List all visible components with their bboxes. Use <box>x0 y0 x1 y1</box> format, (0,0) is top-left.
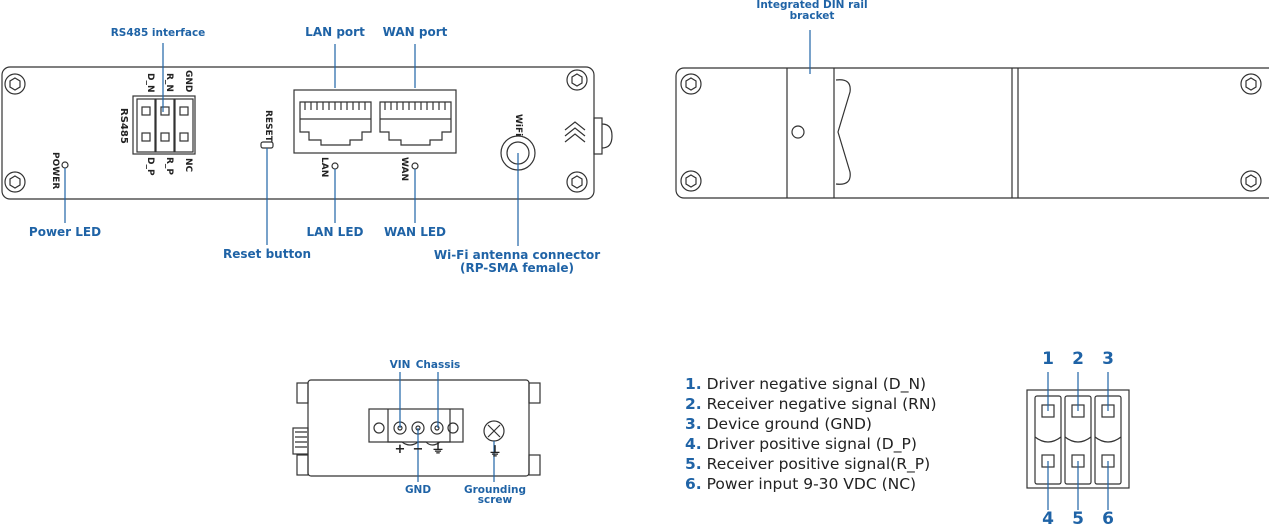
callout-chassis: Chassis <box>415 359 461 371</box>
callout-grounding-line1: Grounding <box>463 484 527 496</box>
legend-item: 6. Power input 9-30 VDC (NC) <box>685 475 917 493</box>
silk-wifi: WiFi <box>513 114 523 137</box>
silk-rs485: RS485 <box>118 108 129 144</box>
callout-lan-led: LAN LED <box>306 225 364 239</box>
power-terminal <box>368 408 464 443</box>
callout-gnd: GND <box>404 484 432 496</box>
callout-wan-port: WAN port <box>382 25 448 39</box>
silk-power: POWER <box>50 152 60 190</box>
pin-number: 4 <box>1042 509 1054 529</box>
pin-number: 3 <box>1102 349 1114 369</box>
silk-lan: LAN <box>319 157 329 178</box>
mount-screw-icon <box>4 171 26 193</box>
mount-screw-icon <box>680 170 702 192</box>
pin-number: 6 <box>1102 509 1114 529</box>
callout-din-rail-line2: bracket <box>789 10 835 22</box>
ground-symbol-icon: ⏚ <box>488 445 502 460</box>
pin-number: 1 <box>1042 349 1054 369</box>
minus-symbol: − <box>412 442 424 457</box>
silk-reset: RESET <box>263 110 273 142</box>
reset-button <box>260 141 274 149</box>
grounding-screw-icon <box>483 420 505 442</box>
silk-gnd: GND <box>183 70 193 93</box>
wan-port <box>379 101 452 146</box>
mount-screw-icon <box>1240 73 1262 95</box>
silk-nc: NC <box>183 158 193 173</box>
mount-screw-icon <box>566 69 588 91</box>
legend-item: 5. Receiver positive signal(R_P) <box>685 455 931 473</box>
pin-number: 5 <box>1072 509 1084 529</box>
mount-screw-icon <box>1240 170 1262 192</box>
legend-item: 1. Driver negative signal (D_N) <box>685 375 927 393</box>
callout-power-led: Power LED <box>28 225 102 239</box>
lan-port <box>299 101 372 146</box>
callout-rs485: RS485 interface <box>110 27 206 39</box>
rs485-terminal <box>132 95 196 155</box>
pinout-legend: 1. Driver negative signal (D_N) 2. Recei… <box>685 374 937 494</box>
callout-vin: VIN <box>389 359 411 371</box>
callout-din-rail-line1: Integrated DIN rail <box>756 0 868 11</box>
legend-item: 4. Driver positive signal (D_P) <box>685 435 917 453</box>
mount-screw-icon <box>680 73 702 95</box>
ground-symbol-icon: ⏚ <box>431 442 445 457</box>
front-panel <box>1 66 595 200</box>
brand-logo-icon <box>564 121 586 143</box>
mount-screw-icon <box>566 171 588 193</box>
pin-number: 2 <box>1072 349 1084 369</box>
legend-item: 2. Receiver negative signal (RN) <box>685 395 937 413</box>
callout-wifi-line1: Wi-Fi antenna connector <box>433 248 601 262</box>
silk-wan: WAN <box>399 157 409 182</box>
wan-led <box>411 162 419 170</box>
mount-screw-icon <box>4 73 26 95</box>
silk-d-n: D_N <box>145 73 155 93</box>
callout-grounding-line2: screw <box>477 494 513 506</box>
power-led <box>61 161 69 169</box>
lan-led <box>331 162 339 170</box>
silk-r-p: R_P <box>164 157 174 176</box>
callout-reset-button: Reset button <box>223 247 311 261</box>
callout-wifi-line2: (RP-SMA female) <box>459 261 575 275</box>
legend-item: 3. Device ground (GND) <box>685 415 872 433</box>
silk-r-n: R_N <box>164 73 174 92</box>
plus-symbol: + <box>394 442 406 457</box>
rear-panel <box>675 67 1269 199</box>
callout-wan-led: WAN LED <box>383 225 447 239</box>
silk-d-p: D_P <box>145 157 155 176</box>
callout-lan-port: LAN port <box>305 25 365 39</box>
din-rail-clip <box>835 79 851 185</box>
